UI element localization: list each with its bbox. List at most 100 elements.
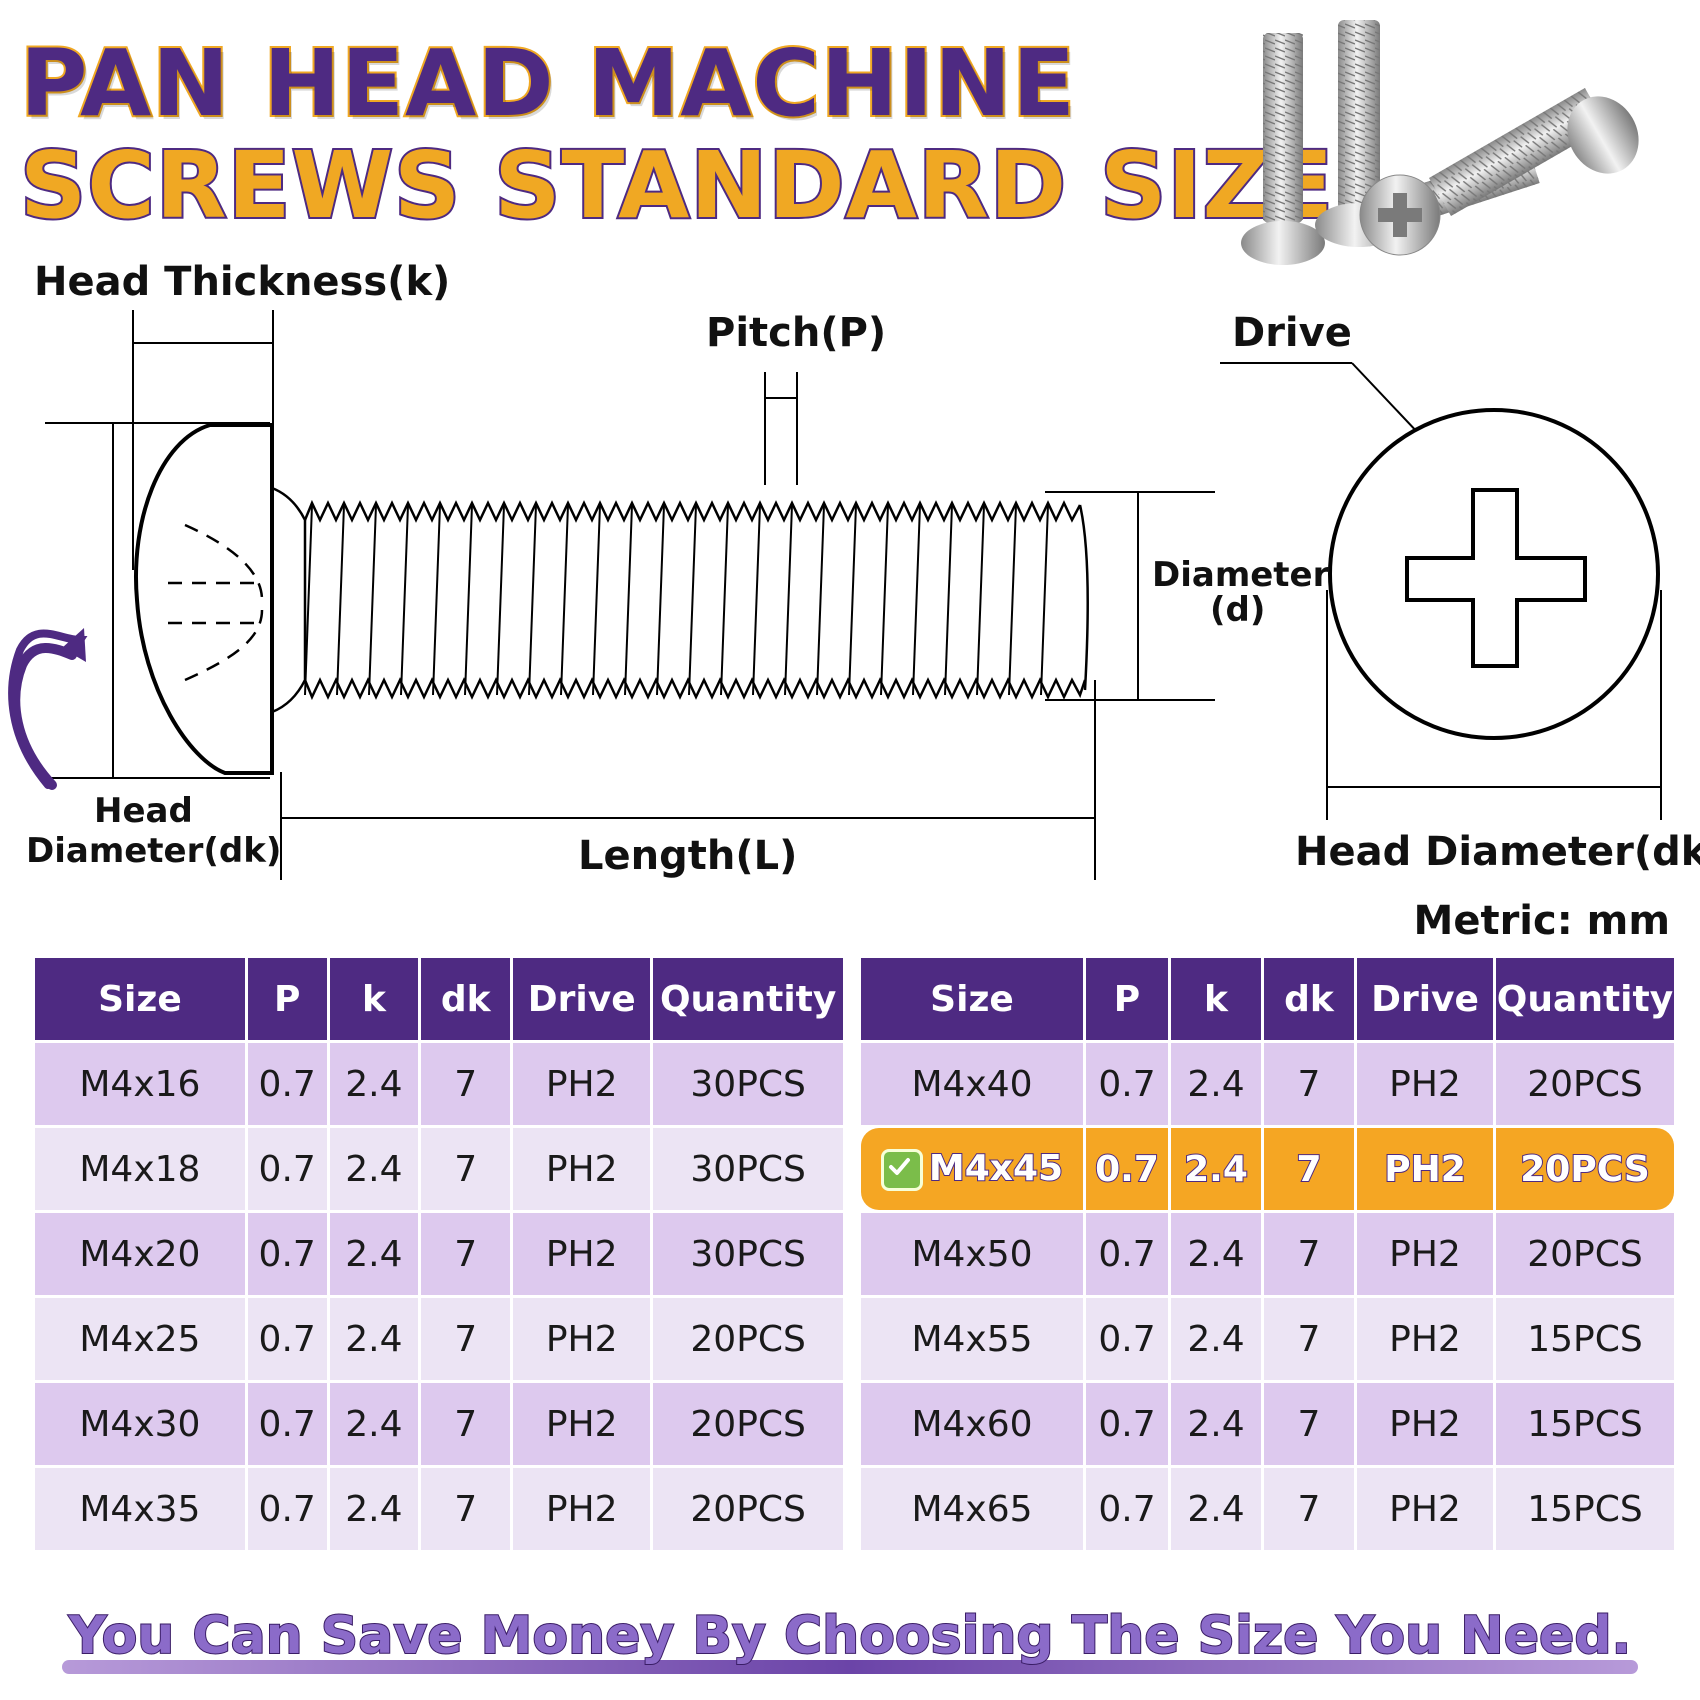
cell-drive: PH2	[1357, 1298, 1493, 1380]
cell-dk: 7	[421, 1383, 511, 1465]
cell-quantity: 20PCS	[1496, 1128, 1674, 1210]
table-row: M4x16 0.7 2.4 7 PH2 30PCS	[35, 1043, 843, 1125]
cell-size: M4x25	[35, 1298, 245, 1380]
cell-p: 0.7	[1086, 1128, 1168, 1210]
cell-quantity: 20PCS	[653, 1468, 843, 1550]
cell-drive: PH2	[1357, 1128, 1493, 1210]
cell-quantity: 20PCS	[1496, 1043, 1674, 1125]
check-icon	[880, 1148, 923, 1191]
title-line-2: SCREWS STANDARD SIZE	[18, 132, 1335, 239]
table-header-row: Size P k dk Drive Quantity	[861, 958, 1674, 1040]
cell-dk: 7	[421, 1043, 511, 1125]
cell-p: 0.7	[247, 1213, 327, 1295]
diameter-label-line1: Diameter	[1152, 555, 1330, 595]
cell-dk: 7	[421, 1298, 511, 1380]
screw-diagram	[8, 310, 1662, 880]
cell-drive: PH2	[513, 1213, 651, 1295]
cell-drive: PH2	[513, 1383, 651, 1465]
cell-dk: 7	[1264, 1383, 1354, 1465]
cell-quantity: 15PCS	[1496, 1383, 1674, 1465]
head-thickness-label: Head Thickness(k)	[34, 259, 451, 305]
drive-label: Drive	[1232, 310, 1352, 356]
cell-quantity: 20PCS	[653, 1383, 843, 1465]
cell-quantity: 20PCS	[653, 1298, 843, 1380]
diameter-label-line2: (d)	[1210, 590, 1266, 630]
table-row: M4x40 0.7 2.4 7 PH2 20PCS	[861, 1043, 1674, 1125]
cell-dk: 7	[421, 1213, 511, 1295]
cell-k: 2.4	[329, 1043, 419, 1125]
pitch-label: Pitch(P)	[706, 310, 887, 356]
length-label: Length(L)	[578, 833, 798, 879]
cell-k: 2.4	[1171, 1298, 1261, 1380]
cell-quantity: 20PCS	[1496, 1213, 1674, 1295]
header-drive: Drive	[513, 958, 651, 1040]
header-k: k	[1171, 958, 1261, 1040]
title-line-1: PAN HEAD MACHINE	[18, 30, 1077, 137]
cell-quantity: 15PCS	[1496, 1468, 1674, 1550]
cell-size: M4x45	[861, 1128, 1083, 1210]
cell-drive: PH2	[1357, 1043, 1493, 1125]
cell-size: M4x30	[35, 1383, 245, 1465]
header-quantity: Quantity	[1496, 958, 1674, 1040]
cell-quantity: 30PCS	[653, 1213, 843, 1295]
header-p: P	[247, 958, 327, 1040]
cell-dk: 7	[421, 1128, 511, 1210]
cell-drive: PH2	[513, 1043, 651, 1125]
header-dk: dk	[1264, 958, 1354, 1040]
header-quantity: Quantity	[653, 958, 843, 1040]
cell-dk: 7	[1264, 1043, 1354, 1125]
head-diameter-right-label: Head Diameter(dk)	[1295, 829, 1700, 875]
cell-dk: 7	[1264, 1128, 1354, 1210]
header-drive: Drive	[1357, 958, 1493, 1040]
header-size: Size	[861, 958, 1083, 1040]
table-row: M4x18 0.7 2.4 7 PH2 30PCS	[35, 1128, 843, 1210]
cell-size: M4x18	[35, 1128, 245, 1210]
header-p: P	[1086, 958, 1168, 1040]
cell-dk: 7	[421, 1468, 511, 1550]
cell-k: 2.4	[1171, 1468, 1261, 1550]
cell-size: M4x55	[861, 1298, 1083, 1380]
header-size: Size	[35, 958, 245, 1040]
cell-k: 2.4	[1171, 1213, 1261, 1295]
cell-p: 0.7	[1086, 1468, 1168, 1550]
cell-k: 2.4	[329, 1298, 419, 1380]
table-row: M4x55 0.7 2.4 7 PH2 15PCS	[861, 1298, 1674, 1380]
cell-quantity: 30PCS	[653, 1043, 843, 1125]
table-row: M4x65 0.7 2.4 7 PH2 15PCS	[861, 1468, 1674, 1550]
header-dk: dk	[421, 958, 511, 1040]
head-diameter-left-line2: Diameter(dk)	[26, 831, 282, 871]
table-row: M4x30 0.7 2.4 7 PH2 20PCS	[35, 1383, 843, 1465]
cell-p: 0.7	[247, 1383, 327, 1465]
table-row: M4x25 0.7 2.4 7 PH2 20PCS	[35, 1298, 843, 1380]
cell-p: 0.7	[1086, 1043, 1168, 1125]
cell-dk: 7	[1264, 1298, 1354, 1380]
cell-size: M4x35	[35, 1468, 245, 1550]
cell-size: M4x16	[35, 1043, 245, 1125]
cell-k: 2.4	[1171, 1043, 1261, 1125]
size-table-right: Size P k dk Drive Quantity M4x40 0.7 2.4…	[858, 955, 1677, 1553]
cell-k: 2.4	[1171, 1383, 1261, 1465]
cell-p: 0.7	[1086, 1383, 1168, 1465]
cell-size: M4x40	[861, 1043, 1083, 1125]
head-diameter-left-line1: Head	[94, 791, 193, 831]
table-row: M4x50 0.7 2.4 7 PH2 20PCS	[861, 1213, 1674, 1295]
cell-p: 0.7	[1086, 1298, 1168, 1380]
cell-size: M4x50	[861, 1213, 1083, 1295]
table-row: M4x20 0.7 2.4 7 PH2 30PCS	[35, 1213, 843, 1295]
cell-size: M4x20	[35, 1213, 245, 1295]
cell-drive: PH2	[1357, 1383, 1493, 1465]
cell-p: 0.7	[247, 1298, 327, 1380]
table-row-highlighted: M4x45 0.7 2.4 7 PH2 20PCS	[861, 1128, 1674, 1210]
cell-k: 2.4	[329, 1468, 419, 1550]
cell-size-text: M4x45	[928, 1147, 1064, 1190]
cell-k: 2.4	[1171, 1128, 1261, 1210]
cell-k: 2.4	[329, 1383, 419, 1465]
cell-drive: PH2	[1357, 1213, 1493, 1295]
slogan-text: You Can Save Money By Choosing The Size …	[68, 1606, 1633, 1666]
cell-drive: PH2	[513, 1128, 651, 1210]
slogan-underline	[62, 1660, 1638, 1674]
table-row: M4x60 0.7 2.4 7 PH2 15PCS	[861, 1383, 1674, 1465]
cell-quantity: 15PCS	[1496, 1298, 1674, 1380]
table-header-row: Size P k dk Drive Quantity	[35, 958, 843, 1040]
cell-k: 2.4	[329, 1213, 419, 1295]
